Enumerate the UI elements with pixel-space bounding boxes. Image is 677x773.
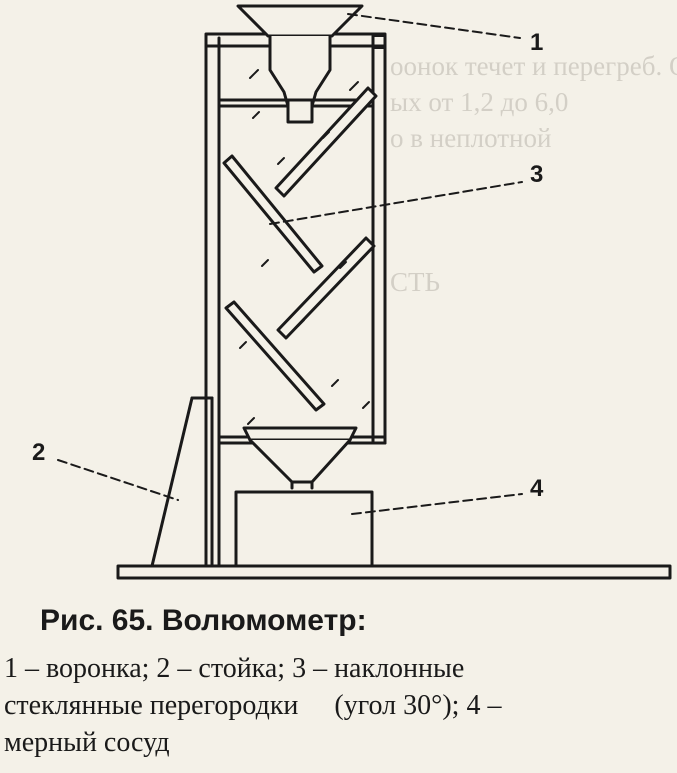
figure-caption-legend: 1 – воронка; 2 – стойка; 3 – наклонные с…	[4, 650, 674, 761]
legend-line-1: 1 – воронка; 2 – стойка; 3 – наклонные	[4, 653, 465, 684]
inclined-baffles	[222, 86, 378, 412]
volumometer-diagram: 1 3 2 4	[32, 4, 672, 580]
callout-2: 2	[32, 439, 45, 466]
glass-hatch-marks	[239, 69, 370, 425]
leader-lines	[57, 13, 523, 515]
callout-1: 1	[530, 29, 543, 56]
legend-line-2b: (угол 30°); 4 –	[334, 690, 502, 721]
callout-3: 3	[530, 161, 543, 188]
base-board	[116, 564, 672, 580]
bleed-through-line: ых от 1,2 до 6,0	[390, 87, 569, 117]
bleed-through-line: оонок течет и перегреб. Обычно	[390, 51, 677, 81]
bleed-through-line: о в неплотной	[390, 123, 552, 153]
bleed-through-line: СТЬ	[390, 267, 441, 297]
lower-funnel	[242, 426, 358, 490]
measuring-vessel	[234, 490, 374, 568]
legend-line-2: стеклянные перегородки (угол 30°); 4 –	[4, 687, 674, 724]
legend-line-3: мерный сосуд	[4, 727, 170, 758]
callout-4: 4	[530, 475, 544, 502]
top-funnel	[236, 4, 364, 124]
legend-line-2a: стеклянные перегородки	[4, 690, 299, 721]
figure-caption-title: Рис. 65. Волюмометр:	[40, 604, 367, 637]
frame-left-post	[204, 36, 221, 568]
stand	[150, 396, 214, 568]
